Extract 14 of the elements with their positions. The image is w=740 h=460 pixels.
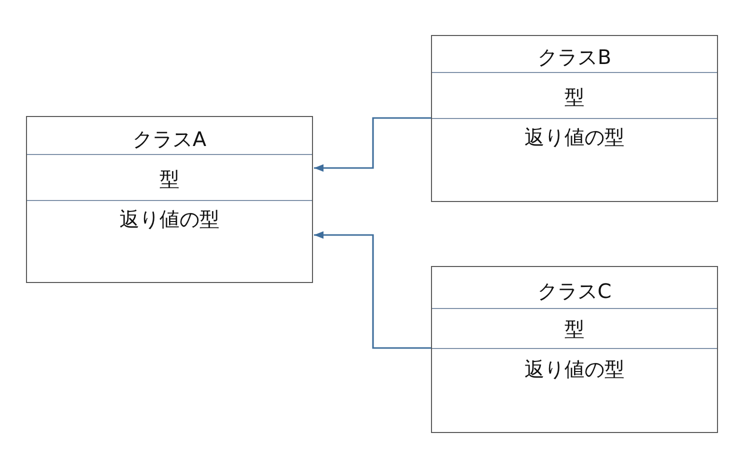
method-text: 返り値の型 bbox=[524, 357, 624, 381]
method-text: 返り値の型 bbox=[524, 125, 624, 149]
class-box bbox=[26, 116, 313, 283]
class-box bbox=[431, 35, 718, 202]
class-name: クラスC bbox=[538, 279, 612, 303]
arrow bbox=[314, 231, 431, 349]
attribute-text: 型 bbox=[160, 167, 180, 191]
method-text: 返り値の型 bbox=[120, 207, 220, 231]
arrow bbox=[314, 117, 431, 172]
attribute-text: 型 bbox=[564, 317, 584, 341]
class-name: クラスB bbox=[538, 45, 612, 69]
class-name: クラスA bbox=[132, 127, 206, 151]
attribute-text: 型 bbox=[564, 85, 584, 109]
class-box bbox=[431, 266, 718, 433]
